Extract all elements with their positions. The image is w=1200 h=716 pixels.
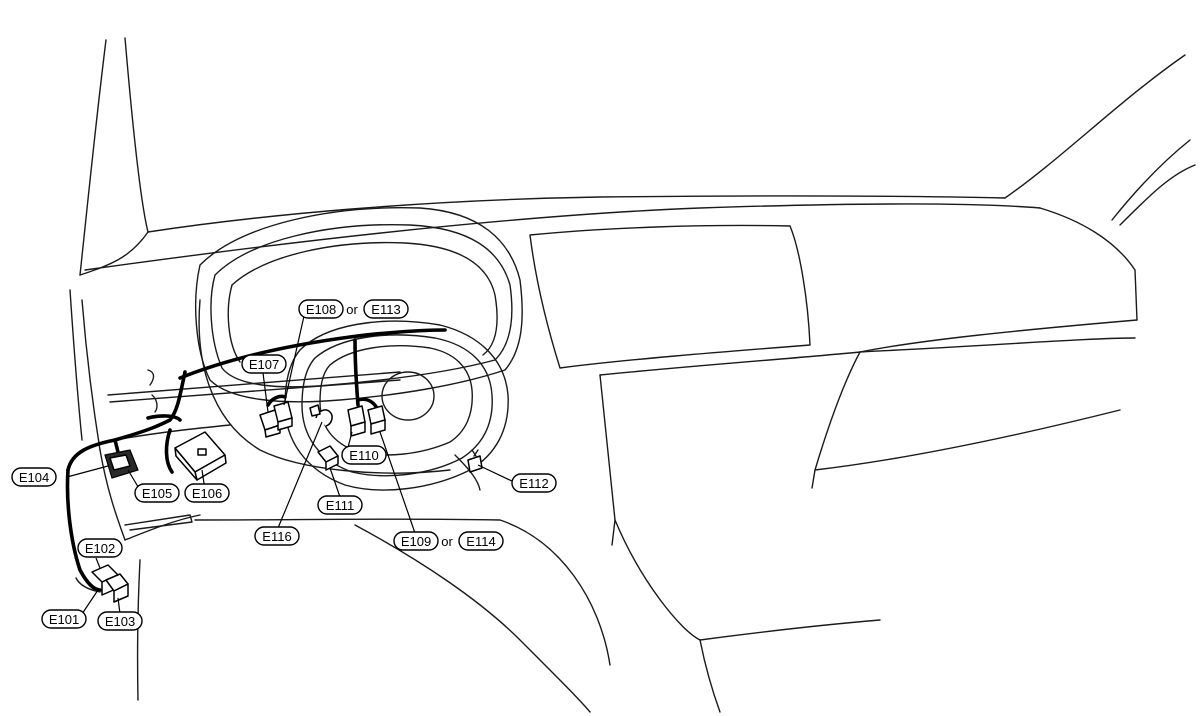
label-e112-text: E112 bbox=[519, 476, 548, 491]
connector-e101-e103-body bbox=[75, 564, 129, 603]
connector-e111-body bbox=[317, 445, 339, 471]
label-e105[interactable]: E105 bbox=[134, 483, 180, 503]
connector-e107-body bbox=[259, 409, 281, 438]
label-e112[interactable]: E112 bbox=[511, 473, 557, 493]
label-e111[interactable]: E111 bbox=[317, 495, 363, 515]
label-e107[interactable]: E107 bbox=[241, 354, 287, 374]
leader-lines bbox=[66, 315, 517, 615]
label-e102-text: E102 bbox=[85, 541, 115, 556]
label-e101-text: E101 bbox=[49, 612, 79, 627]
label-e104[interactable]: E104 bbox=[11, 467, 57, 487]
connector-e116-body bbox=[309, 404, 333, 427]
label-e108-text: E108 bbox=[306, 302, 336, 317]
or-separator-e108-e113: or bbox=[346, 302, 358, 317]
label-e106[interactable]: E106 bbox=[184, 483, 230, 503]
label-e101[interactable]: E101 bbox=[41, 609, 87, 629]
label-e102[interactable]: E102 bbox=[77, 538, 123, 558]
label-e109[interactable]: E109 bbox=[393, 531, 439, 551]
connector-e108-body bbox=[273, 401, 293, 431]
label-e113-text: E113 bbox=[371, 302, 400, 317]
connector-e110-body bbox=[347, 405, 366, 437]
label-e103-text: E103 bbox=[105, 614, 135, 629]
label-e104-text: E104 bbox=[19, 470, 49, 485]
connector-e104-body bbox=[104, 449, 139, 479]
label-e109-text: E109 bbox=[401, 534, 431, 549]
label-e107-text: E107 bbox=[249, 357, 279, 372]
label-e114[interactable]: E114 bbox=[458, 531, 504, 551]
label-e110[interactable]: E110 bbox=[341, 445, 387, 465]
connector-labels: E104 E105 E106 E102 E101 E103 E107 E108 bbox=[11, 299, 557, 631]
vehicle-outline bbox=[69, 37, 1196, 713]
label-e116-text: E116 bbox=[262, 529, 291, 544]
label-e106-text: E106 bbox=[192, 486, 222, 501]
or-separator-e109-e114: or bbox=[441, 534, 453, 549]
connector-e109-body bbox=[367, 405, 386, 435]
label-e108[interactable]: E108 bbox=[298, 299, 344, 319]
connector-e112-body bbox=[467, 449, 483, 473]
label-e105-text: E105 bbox=[142, 486, 172, 501]
connector-e106-body bbox=[174, 431, 227, 481]
label-e113[interactable]: E113 bbox=[363, 299, 409, 319]
label-e114-text: E114 bbox=[466, 534, 495, 549]
label-e116[interactable]: E116 bbox=[254, 526, 300, 546]
label-e110-text: E110 bbox=[349, 448, 378, 463]
label-e111-text: E111 bbox=[326, 498, 354, 513]
label-e103[interactable]: E103 bbox=[97, 611, 143, 631]
